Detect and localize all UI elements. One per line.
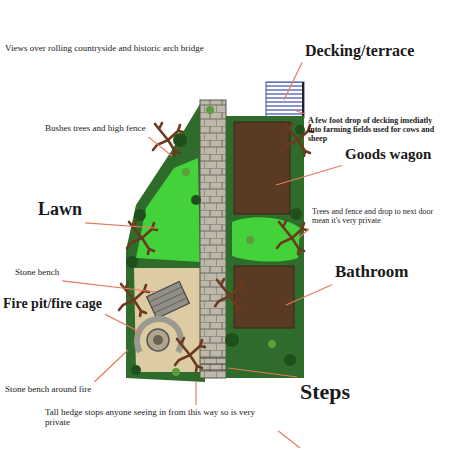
leader-line: [195, 381, 196, 405]
leader-line: [148, 137, 172, 156]
callout-label: Fire pit/fire cage: [3, 296, 102, 311]
leader-line: [299, 229, 309, 238]
leader-line: [105, 314, 142, 333]
callout-label: Stone bench: [15, 268, 59, 278]
callout-label: Views over rolling countryside and histo…: [5, 44, 204, 54]
callout-label: Stone bench around fire: [5, 385, 91, 395]
leader-line: [284, 63, 302, 100]
callout-label: Decking/terrace: [305, 42, 414, 60]
callout-label: Steps: [300, 380, 350, 404]
leader-line: [85, 223, 156, 228]
leader-line: [228, 368, 297, 377]
callout-label: Bushes trees and high fence: [45, 124, 145, 134]
leader-line: [94, 350, 128, 382]
leader-line: [278, 431, 300, 448]
callout-label: Bathroom: [335, 263, 408, 282]
leader-line: [294, 110, 305, 114]
leader-line: [62, 281, 156, 292]
callout-label: Goods wagon: [345, 146, 431, 163]
callout-label: Tall hedge stops anyone seeing in from t…: [45, 408, 275, 428]
callout-label: Trees and fence and drop to next door me…: [312, 208, 444, 226]
leader-line: [286, 285, 332, 305]
callout-label: A few foot drop of decking imediatly int…: [308, 117, 444, 143]
leader-line: [276, 166, 342, 186]
callout-label: Lawn: [38, 200, 82, 220]
